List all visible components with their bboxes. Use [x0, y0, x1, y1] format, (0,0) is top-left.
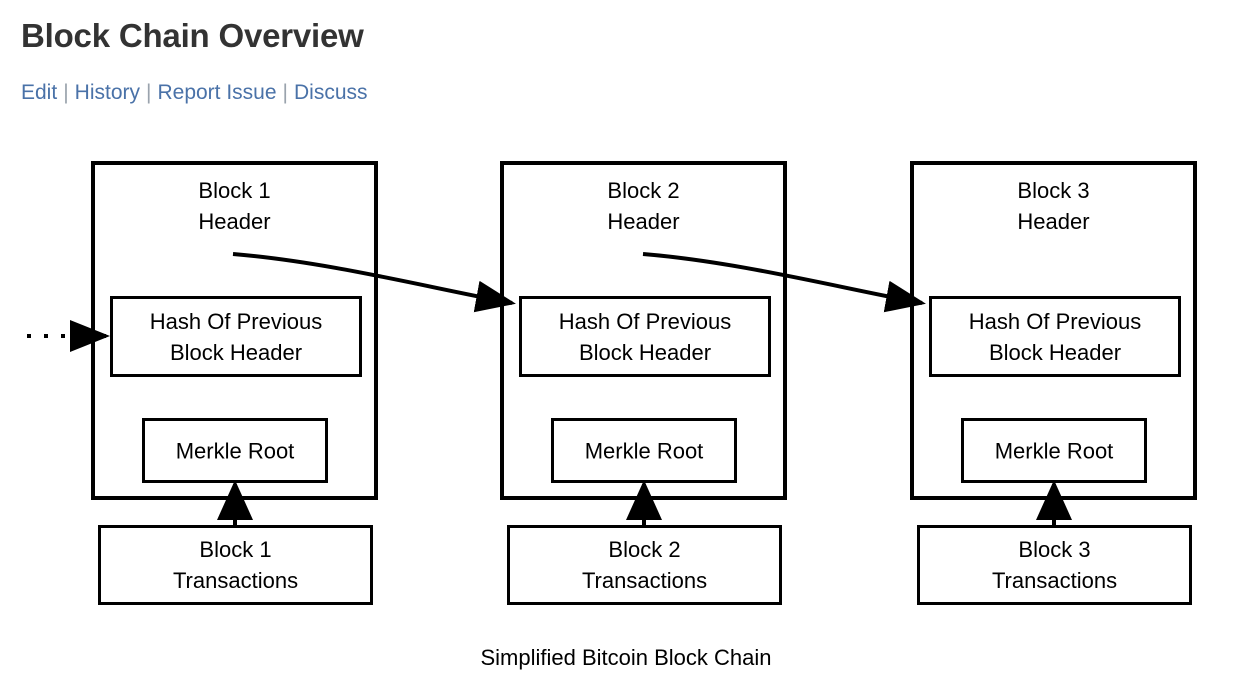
nav-separator-2: | [146, 81, 152, 104]
block-1-merkle-root-box: Merkle Root [142, 418, 328, 483]
block-2-header-label: Block 2 Header [607, 178, 680, 234]
block-3-merkle-root-label: Merkle Root [994, 438, 1114, 463]
nav-link-report-issue[interactable]: Report Issue [157, 81, 277, 104]
block-2-transactions-box: Block 2 Transactions [507, 525, 782, 605]
block-2-merkle-root-label: Merkle Root [584, 438, 704, 463]
page-nav-links: Edit|History|Report Issue|Discuss [21, 79, 368, 107]
block-3-hash-box: Hash Of Previous Block Header [929, 296, 1181, 377]
block-1-merkle-root-label: Merkle Root [175, 438, 295, 463]
block-3-transactions-label: Block 3 Transactions [991, 537, 1118, 593]
block-1-transactions-box: Block 1 Transactions [98, 525, 373, 605]
block-1-hash-box: Hash Of Previous Block Header [110, 296, 362, 377]
block-1-transactions-label: Block 1 Transactions [172, 537, 299, 593]
block-3-header-label: Block 3 Header [1017, 178, 1090, 234]
block-1-header-label: Block 1 Header [198, 178, 271, 234]
block-3-transactions-box: Block 3 Transactions [917, 525, 1192, 605]
diagram-caption: Simplified Bitcoin Block Chain [480, 645, 772, 670]
block-2-hash-label: Hash Of Previous Block Header [558, 308, 732, 365]
nav-separator-3: | [282, 81, 288, 104]
block-2-merkle-root-box: Merkle Root [551, 418, 737, 483]
block-3-merkle-root-box: Merkle Root [961, 418, 1147, 483]
nav-link-edit[interactable]: Edit [21, 81, 58, 104]
block-1-hash-label: Hash Of Previous Block Header [149, 308, 323, 365]
block-3-hash-label: Hash Of Previous Block Header [968, 308, 1142, 365]
page-title: Block Chain Overview [21, 17, 364, 54]
block-2-transactions-label: Block 2 Transactions [581, 537, 708, 593]
nav-link-history[interactable]: History [74, 81, 140, 104]
nav-separator-1: | [63, 81, 69, 104]
nav-link-discuss[interactable]: Discuss [294, 81, 368, 104]
block-2-hash-box: Hash Of Previous Block Header [519, 296, 771, 377]
